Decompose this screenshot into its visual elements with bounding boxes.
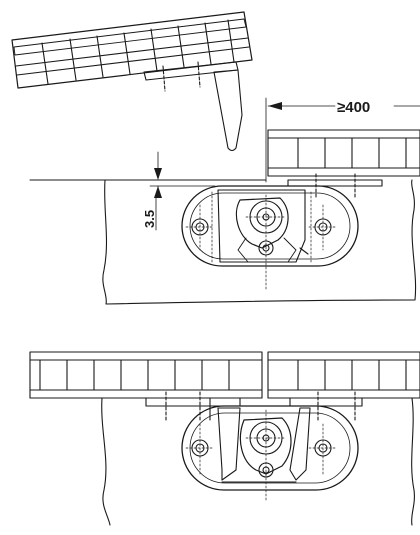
cabinet-body-bottom: [101, 397, 415, 526]
cabinet-body-top: [102, 179, 417, 305]
lower-view: [29, 351, 420, 526]
hinge-housing-top: [181, 185, 359, 291]
dimension-min-length: [265, 97, 420, 183]
dimension-min-length-label: ≥400: [337, 99, 370, 116]
fixed-panel-top: [267, 129, 420, 177]
upper-view: ≥400 3.5: [11, 11, 420, 305]
left-panel-bottom: [29, 351, 263, 399]
mounting-plates-bottom: [145, 391, 363, 421]
dimension-offset: [149, 151, 216, 198]
open-flap-mounting-plate: [143, 61, 239, 92]
hinge-arm: [213, 69, 243, 152]
open-flap: [11, 11, 253, 89]
right-panel-bottom: [267, 351, 420, 399]
dimension-offset-label: 3.5: [142, 210, 157, 228]
hinge-housing-bottom: [181, 405, 359, 501]
